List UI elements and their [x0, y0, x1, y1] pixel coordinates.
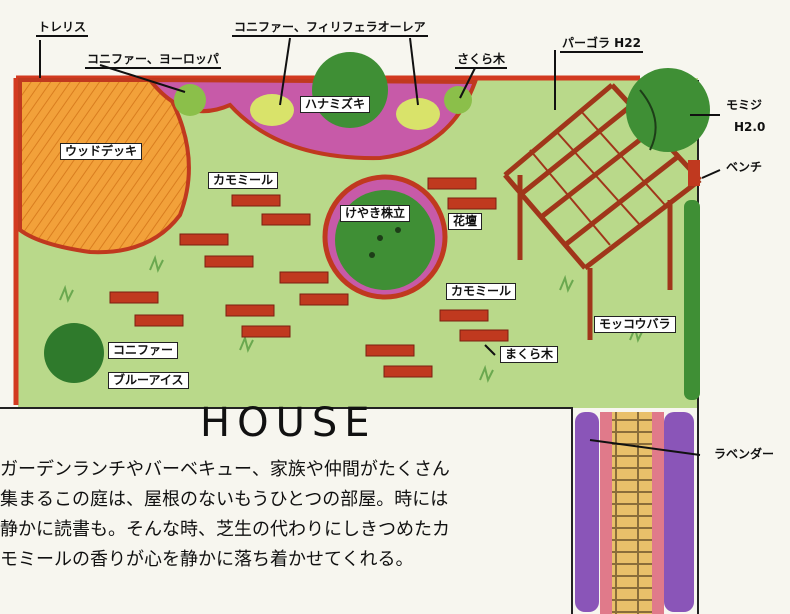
description-line: モミールの香りが心を静かに落ち着かせてくれる。 — [0, 549, 414, 570]
label-momiji: モミジ — [726, 98, 763, 112]
lavender-bed-left — [575, 412, 599, 612]
label-flowerbed: 花壇 — [448, 213, 483, 230]
label-blue-ice: ブルーアイス — [108, 372, 189, 389]
bench — [688, 160, 700, 186]
description-line: 集まるこの庭は、屋根のないもうひとつの部屋。時には — [0, 489, 449, 510]
hanamizuki-tree — [312, 52, 388, 128]
label-lavender: ラベンダー — [714, 447, 775, 461]
house-title: HOUSE — [200, 400, 377, 446]
label-conifer: コニファー — [108, 342, 179, 359]
label-chamomile-right: カモミール — [446, 283, 517, 300]
label-hanamizuki: ハナミズキ — [300, 96, 371, 113]
description-text: ガーデンランチやバーベキュー、家族や仲間がたくさん 集まるこの庭は、屋根のないも… — [0, 455, 565, 575]
label-conifer-filifera: コニファー、フィリフェラオーレア — [232, 20, 428, 37]
label-sakura: さくら木 — [455, 52, 508, 69]
label-conifer-europe: コニファー、ヨーロッパ — [85, 52, 221, 69]
lavender-bed-right — [664, 412, 694, 612]
conifer-blue-ice-tree — [44, 323, 104, 383]
label-mokkoubara: モッコウバラ — [594, 316, 676, 333]
label-bench: ベンチ — [726, 160, 763, 174]
label-momiji-height: H2.0 — [734, 120, 766, 134]
description-line: ガーデンランチやバーベキュー、家族や仲間がたくさん — [0, 459, 450, 480]
sleeper-stones — [109, 177, 509, 378]
label-wood-deck: ウッドデッキ — [60, 143, 143, 160]
mokkoubara-hedge — [684, 200, 700, 400]
label-pergola: パーゴラ H22 — [560, 36, 643, 53]
label-makuragi: まくら木 — [500, 346, 559, 363]
conifer-europe-shrub — [174, 84, 206, 116]
label-keyaki: けやき株立 — [340, 205, 411, 222]
momiji-tree — [626, 68, 710, 152]
label-chamomile-left: カモミール — [208, 172, 279, 189]
wood-deck — [18, 78, 191, 255]
description-line: 静かに読書も。そんな時、芝生の代わりにしきつめたカ — [0, 519, 450, 540]
label-trellis: トレリス — [36, 20, 89, 37]
